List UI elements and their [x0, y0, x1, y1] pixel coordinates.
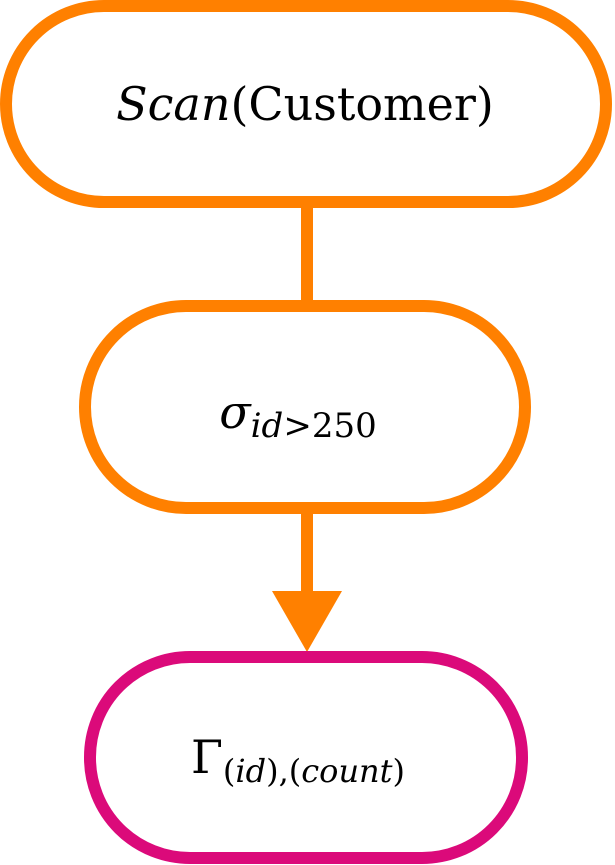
filter-symbol: σ	[219, 385, 252, 439]
node-aggregate-label: Γ(id),(count)	[191, 730, 405, 790]
filter-subscript-value: 250	[312, 406, 377, 446]
node-filter	[79, 300, 531, 514]
node-filter-label: σid>250	[219, 385, 376, 446]
aggregate-symbol: Γ	[191, 730, 223, 784]
node-scan-label: Scan(Customer)	[116, 77, 494, 131]
aggregate-subscript-mid: ),(	[266, 752, 301, 790]
filter-subscript-op: >	[283, 406, 312, 446]
node-scan	[0, 0, 612, 208]
aggregate-subscript-close: )	[393, 752, 405, 790]
aggregate-subscript-group: id	[235, 752, 266, 790]
aggregate-subscript-agg: count	[301, 752, 392, 790]
arrowhead-icon	[272, 591, 342, 652]
node-aggregate	[84, 651, 528, 864]
scan-relation: (Customer)	[230, 77, 493, 131]
filter-subscript-attr: id	[251, 406, 284, 446]
aggregate-subscript-open: (	[223, 752, 235, 790]
scan-operator: Scan	[116, 77, 230, 131]
